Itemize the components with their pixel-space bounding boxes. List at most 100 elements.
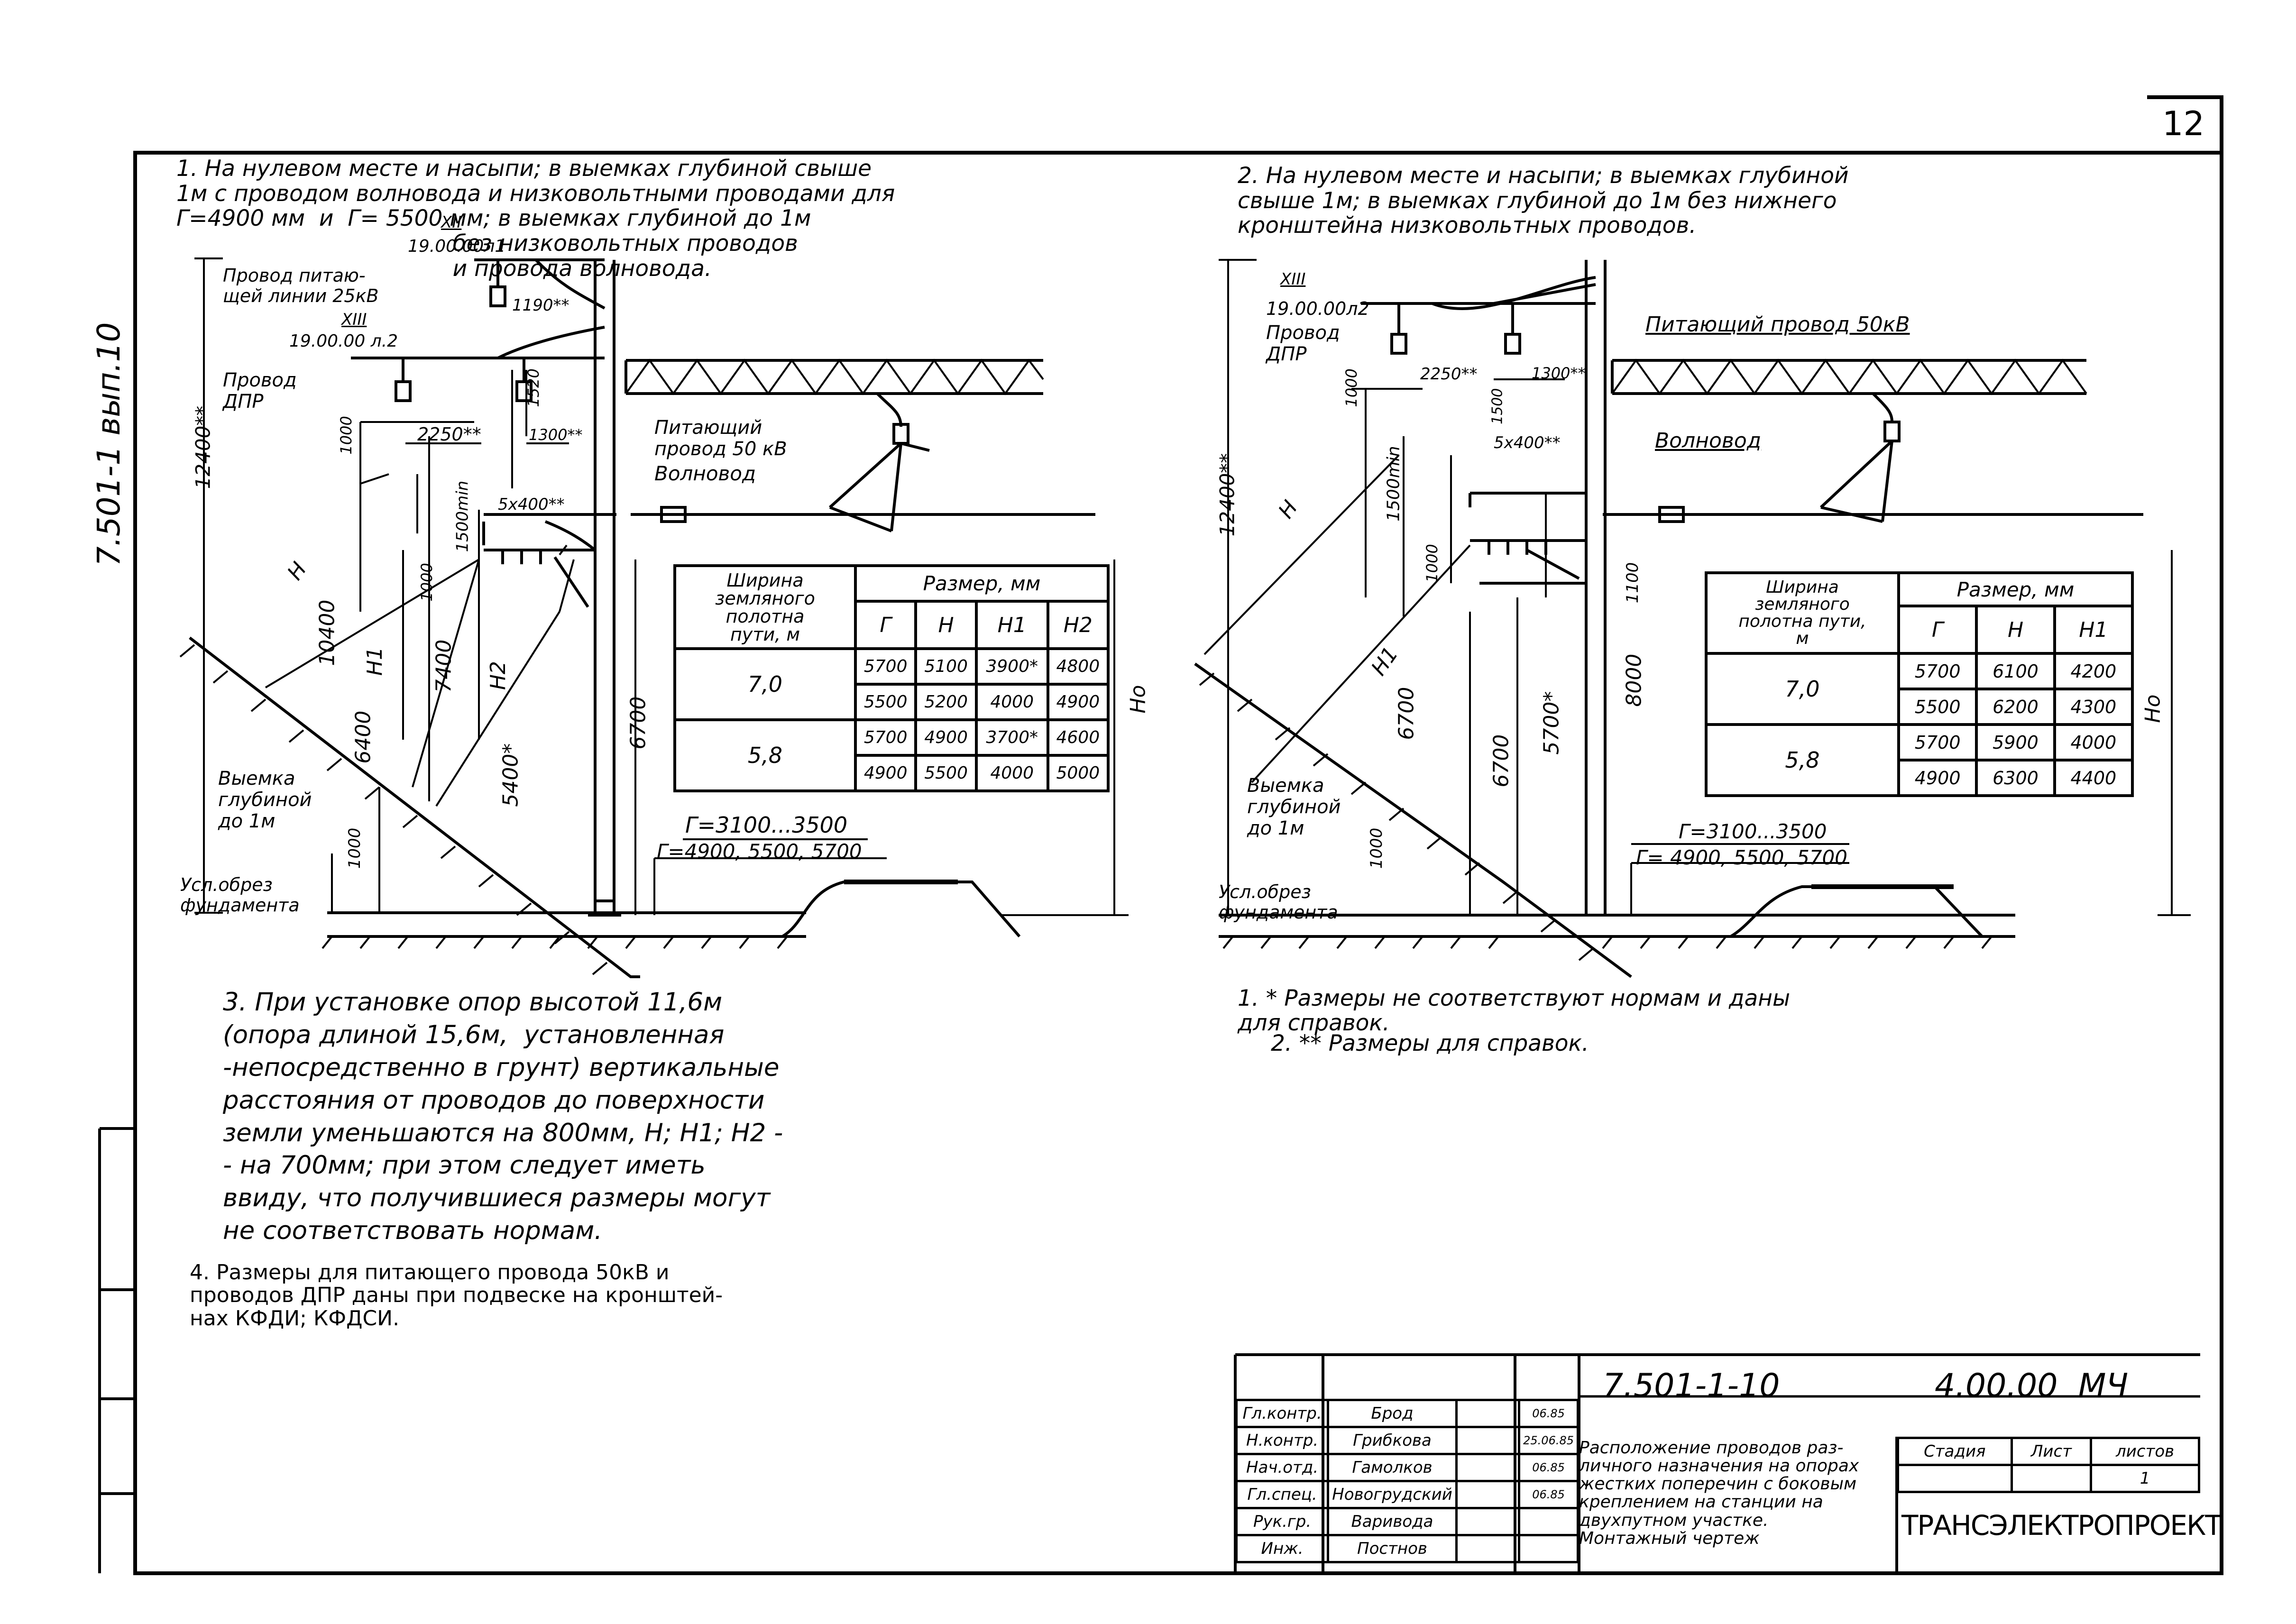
s1-d1000b: 1000 <box>417 563 436 602</box>
s1-d7400: 7400 <box>432 639 456 693</box>
table-cell: 6300 <box>1975 759 2056 797</box>
s2-Ho: Ho <box>2140 694 2165 723</box>
sheet-number: 12 <box>2162 104 2205 143</box>
stamp-date: 06.85 <box>1518 1480 1579 1509</box>
stamp-date: 25.06.85 <box>1518 1426 1579 1455</box>
table-cell: 4000 <box>2053 723 2134 762</box>
s1-g2: Г=4900, 5500, 5700 <box>657 840 862 863</box>
s1-table-h-size: Размер, мм <box>854 564 1110 603</box>
table-cell: 4900 <box>854 754 918 792</box>
s2-d1100: 1100 <box>1623 562 1643 604</box>
table-cell: 6100 <box>1975 652 2056 690</box>
s2-n2: 19.00.00л2 <box>1266 298 1369 319</box>
frame <box>133 151 2223 1575</box>
scheme1-lines <box>179 257 1129 978</box>
s1-H1: H1 <box>362 647 387 676</box>
stamp-stage-label: Стадия <box>1897 1437 2013 1466</box>
stamp-date <box>1518 1507 1579 1536</box>
s1-d1000c: 1000 <box>345 827 365 869</box>
s2-cut: Выемка глубиной до 1м <box>1247 775 1341 839</box>
table-cell: 5500 <box>914 754 978 792</box>
s1-n2: 19.00.00 л.2 <box>289 331 398 351</box>
table-cell: 5900 <box>1975 723 2056 762</box>
s1-xiii: XIII <box>341 310 367 329</box>
stamp-signature <box>1455 1480 1521 1509</box>
stamp-signature <box>1455 1399 1521 1428</box>
stamp-name: Новогрудский <box>1327 1480 1458 1509</box>
side-document-code: 7.501-1 вып.10 <box>91 322 128 567</box>
stamp-role: Н.контр. <box>1235 1426 1330 1455</box>
s2-col-h: Н <box>1975 605 2056 655</box>
table-cell: 3900* <box>974 647 1049 686</box>
s1-g1: Г=3100...3500 <box>685 812 848 838</box>
table-cell: 4900 <box>1046 683 1110 721</box>
s2-feeder50: Питающий провод 50кВ <box>1645 312 1910 337</box>
s2-g2: Г= 4900, 5500, 5700 <box>1636 846 1848 869</box>
slope <box>189 636 640 978</box>
s2-d6700a: 6700 <box>1394 687 1419 740</box>
s2-d1500: 1500 <box>1489 388 1506 424</box>
stamp-name: Постнов <box>1327 1534 1458 1563</box>
stamp-name: Грибкова <box>1327 1426 1458 1455</box>
table-cell: 4800 <box>1046 647 1110 686</box>
s2-d12400: 12400** <box>1215 453 1239 537</box>
stamp-role: Нач.отд. <box>1235 1453 1330 1482</box>
s1-d1500: 1500min <box>453 480 472 552</box>
table-cell: 4300 <box>2053 688 2134 726</box>
stamp-org: ТРАНСЭЛЕКТРОПРОЕКТ <box>1901 1509 2222 1541</box>
scheme2-table: Ширина земляного полотна пути, м Размер,… <box>1705 571 2134 797</box>
s2-dpr: Провод ДПР <box>1266 322 1340 365</box>
s2-col-h1: Н1 <box>2053 605 2134 655</box>
stamp-role: Рук.гр. <box>1235 1507 1330 1536</box>
stamp-date: 06.85 <box>1518 1453 1579 1482</box>
stamp-sheets-label: листов <box>2090 1437 2200 1466</box>
table-cell: 6200 <box>1975 688 2056 726</box>
table-cell: 4600 <box>1046 718 1110 757</box>
stamp-date: 06.85 <box>1518 1399 1579 1428</box>
s2-g1: Г=3100...3500 <box>1679 820 1827 843</box>
scheme2-lines <box>1194 259 2191 978</box>
stamp-role: Гл.контр. <box>1235 1399 1330 1428</box>
stamp-role: Инж. <box>1235 1534 1330 1563</box>
table-cell: 4400 <box>2053 759 2134 797</box>
table-cell: 4000 <box>974 754 1049 792</box>
table-cell: 5700 <box>854 647 918 686</box>
stamp-signature <box>1455 1453 1521 1482</box>
s1-width-58: 5,8 <box>673 718 857 792</box>
note-ref-2: 2. ** Размеры для справок. <box>1271 1030 1589 1056</box>
table-cell: 5700 <box>1897 652 1978 690</box>
note-ref-1: 1. * Размеры не соответствуют нормам и д… <box>1238 985 1791 1036</box>
stamp-role: Гл.спец. <box>1235 1480 1330 1509</box>
s1-feeder50: Питающий провод 50 кВ <box>654 417 787 460</box>
table-cell: 4000 <box>974 683 1049 721</box>
s1-xii: XII <box>441 213 462 232</box>
stamp-sheets-value: 1 <box>2090 1464 2200 1493</box>
s1-feeder25: Провод питаю- щей линии 25кВ <box>223 265 379 306</box>
s2-table-h-width: Ширина земляного полотна пути, м <box>1705 571 1900 655</box>
s2-table-h-size: Размер, мм <box>1897 571 2134 607</box>
s1-dpr: Провод ДПР <box>223 369 297 413</box>
s1-col-h1: Н1 <box>974 600 1049 650</box>
stamp-signature <box>1455 1507 1521 1536</box>
s2-d1000b: 1000 <box>1423 544 1441 583</box>
s2-d1500min: 1500min <box>1384 446 1404 522</box>
s1-d10400: 10400 <box>315 599 340 666</box>
s2-xiii: XIII <box>1280 270 1306 289</box>
s1-col-h: Н <box>914 600 978 650</box>
s1-d2250: 2250** <box>417 424 481 445</box>
table-cell: 5500 <box>854 683 918 721</box>
left-margin-box <box>98 1127 135 1573</box>
stamp-sheet-label: Лист <box>2010 1437 2093 1466</box>
s1-d1520: 1520 <box>524 368 542 407</box>
s1-n1: 19.00.00л1 <box>408 237 506 256</box>
s2-wave: Волновод <box>1655 429 1762 453</box>
stamp-name: Гамолков <box>1327 1453 1458 1482</box>
s1-d6700: 6700 <box>626 696 651 750</box>
table-cell: 5200 <box>914 683 978 721</box>
slope2 <box>1194 662 1632 978</box>
s1-d6400: 6400 <box>351 710 376 764</box>
s2-width-58: 5,8 <box>1705 723 1900 797</box>
table-cell: 4900 <box>914 718 978 757</box>
stamp-code: 7.501-1-10 <box>1603 1367 1780 1404</box>
